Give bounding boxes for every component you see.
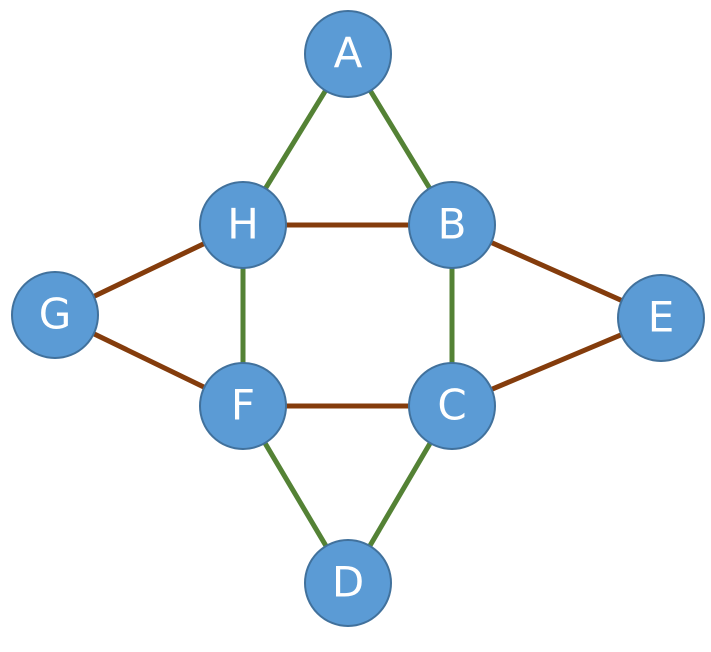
- node-label: G: [39, 290, 72, 339]
- node-label: B: [438, 200, 467, 249]
- edge-layer: [53, 52, 663, 585]
- node-e: E: [617, 274, 705, 362]
- node-label: E: [648, 293, 675, 342]
- node-c: C: [408, 362, 496, 450]
- node-b: B: [408, 181, 496, 269]
- node-circle: [304, 539, 392, 627]
- node-f: F: [199, 362, 287, 450]
- node-a: A: [304, 10, 392, 98]
- node-label: C: [437, 381, 466, 430]
- node-d: D: [304, 539, 392, 627]
- node-circle: [11, 271, 99, 359]
- node-layer: A B C D E F G H: [11, 10, 705, 627]
- node-label: H: [227, 200, 259, 249]
- node-circle: [408, 181, 496, 269]
- node-h: H: [199, 181, 287, 269]
- node-circle: [199, 181, 287, 269]
- node-label: A: [334, 29, 363, 78]
- node-label: F: [231, 381, 255, 430]
- node-circle: [408, 362, 496, 450]
- node-circle: [617, 274, 705, 362]
- node-circle: [199, 362, 287, 450]
- node-circle: [304, 10, 392, 98]
- node-g: G: [11, 271, 99, 359]
- node-label: D: [332, 558, 364, 607]
